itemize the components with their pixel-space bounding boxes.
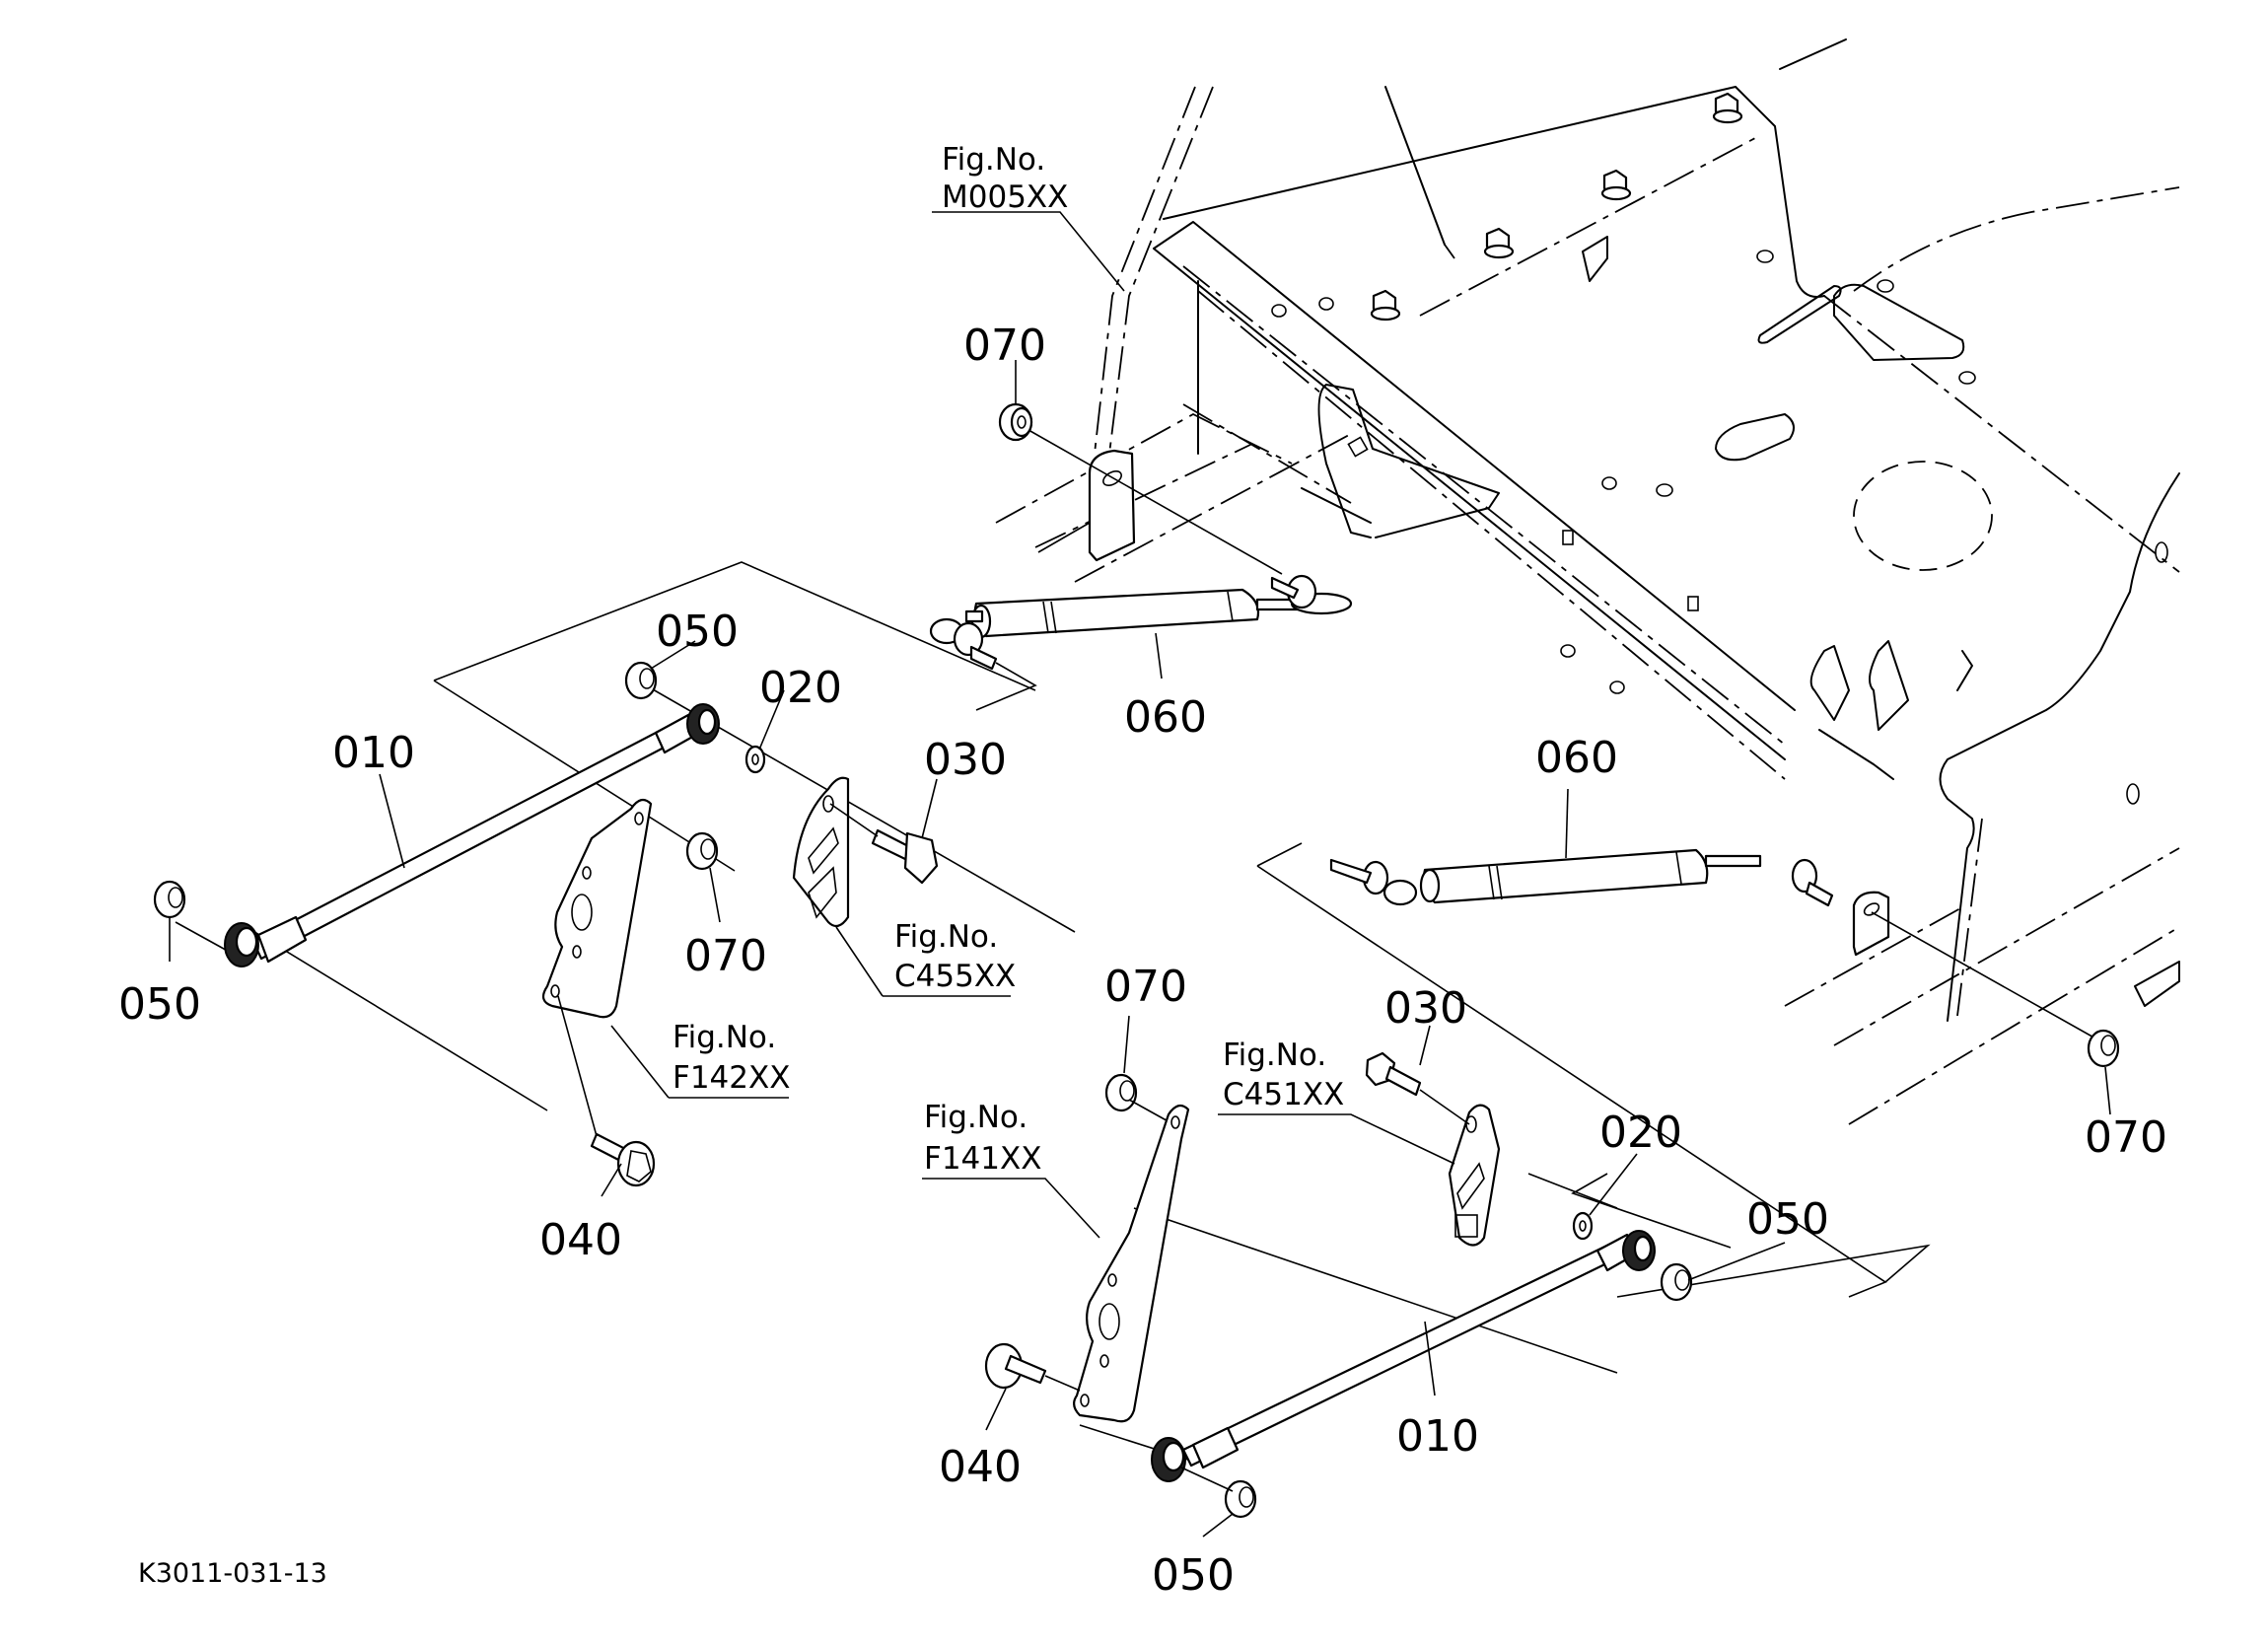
bolt-030: [871, 828, 939, 885]
flange-nut-050: [153, 880, 186, 919]
callout-070: 070: [1104, 962, 1187, 1012]
bolt-040: [984, 1342, 1047, 1390]
callout-070: 070: [963, 321, 1046, 371]
drawing-code: K3011-031-13: [138, 1558, 327, 1589]
right-assembly: [984, 1051, 1931, 1519]
callout-060: 060: [1535, 733, 1618, 783]
fig-ref-m005-prefix: Fig.No.: [942, 142, 1045, 178]
callout-020: 020: [759, 663, 842, 713]
flange-nut-050: [1660, 1262, 1693, 1302]
lower-strut-group: [1256, 842, 2120, 1298]
rod-010: [1151, 1230, 1656, 1482]
flange-nut-050: [1224, 1479, 1257, 1519]
frame-bolt: [1600, 169, 1632, 201]
callout-040: 040: [539, 1215, 622, 1265]
callout-010: 010: [332, 728, 415, 778]
flange-nut-070: [2087, 1029, 2120, 1068]
bolt-030: [1365, 1051, 1422, 1097]
plate-c451: [1448, 1104, 1501, 1247]
rod-010: [224, 703, 720, 967]
plate-c455: [792, 776, 850, 928]
fig-ref-m005-code: M005XX: [942, 179, 1068, 215]
frame-bolt: [1712, 92, 1743, 124]
callout-050: 050: [1746, 1194, 1829, 1245]
callout-050: 050: [118, 979, 201, 1030]
callout-030: 030: [924, 735, 1007, 785]
callout-070: 070: [2085, 1112, 2167, 1163]
washer-020: [744, 745, 766, 774]
callout-060: 060: [1124, 692, 1207, 743]
callout-070: 070: [684, 931, 767, 981]
gas-spring-060: [929, 574, 1353, 671]
flange-nut-070: [998, 402, 1033, 442]
fig-ref-f141-code: F141XX: [924, 1141, 1041, 1177]
frame-assembly: [995, 38, 2180, 1125]
leader-lines: [169, 211, 2111, 1538]
fig-ref-c455-prefix: Fig.No.: [894, 919, 998, 955]
part-callouts: 070 050 020 010 030 060 050 070 040 060 …: [118, 321, 2167, 1601]
frame-bolt: [1483, 227, 1515, 259]
fig-ref-c451-prefix: Fig.No.: [1223, 1038, 1326, 1073]
frame-bolt: [1370, 289, 1401, 322]
figure-reference-labels: Fig.No. M005XX Fig.No. C455XX Fig.No. F1…: [673, 142, 1344, 1177]
flange-nut-070: [1104, 1073, 1138, 1112]
gas-spring-060: [1329, 848, 1834, 907]
bolt-040: [590, 1132, 656, 1187]
fig-ref-c455-code: C455XX: [894, 959, 1016, 994]
washer-020: [1572, 1211, 1594, 1241]
left-assembly: [153, 561, 1076, 1187]
fig-ref-c451-code: C451XX: [1223, 1077, 1344, 1112]
flange-nut-050: [624, 661, 658, 700]
callout-040: 040: [939, 1442, 1022, 1492]
callout-030: 030: [1384, 983, 1467, 1034]
bracket-f142: [541, 798, 653, 1019]
callout-010: 010: [1396, 1411, 1479, 1462]
fig-ref-f142-prefix: Fig.No.: [673, 1020, 776, 1055]
callout-050: 050: [1152, 1550, 1235, 1601]
hinge-plate: [1852, 891, 1890, 957]
upper-strut-group: [929, 402, 1353, 711]
fig-ref-f142-code: F142XX: [673, 1060, 790, 1096]
callout-020: 020: [1599, 1108, 1682, 1158]
flange-nut-070: [685, 831, 719, 871]
bracket-f141: [1073, 1104, 1190, 1423]
fig-ref-f141-prefix: Fig.No.: [924, 1100, 1028, 1135]
hinge-plate: [1088, 449, 1136, 562]
callout-050: 050: [656, 607, 739, 657]
